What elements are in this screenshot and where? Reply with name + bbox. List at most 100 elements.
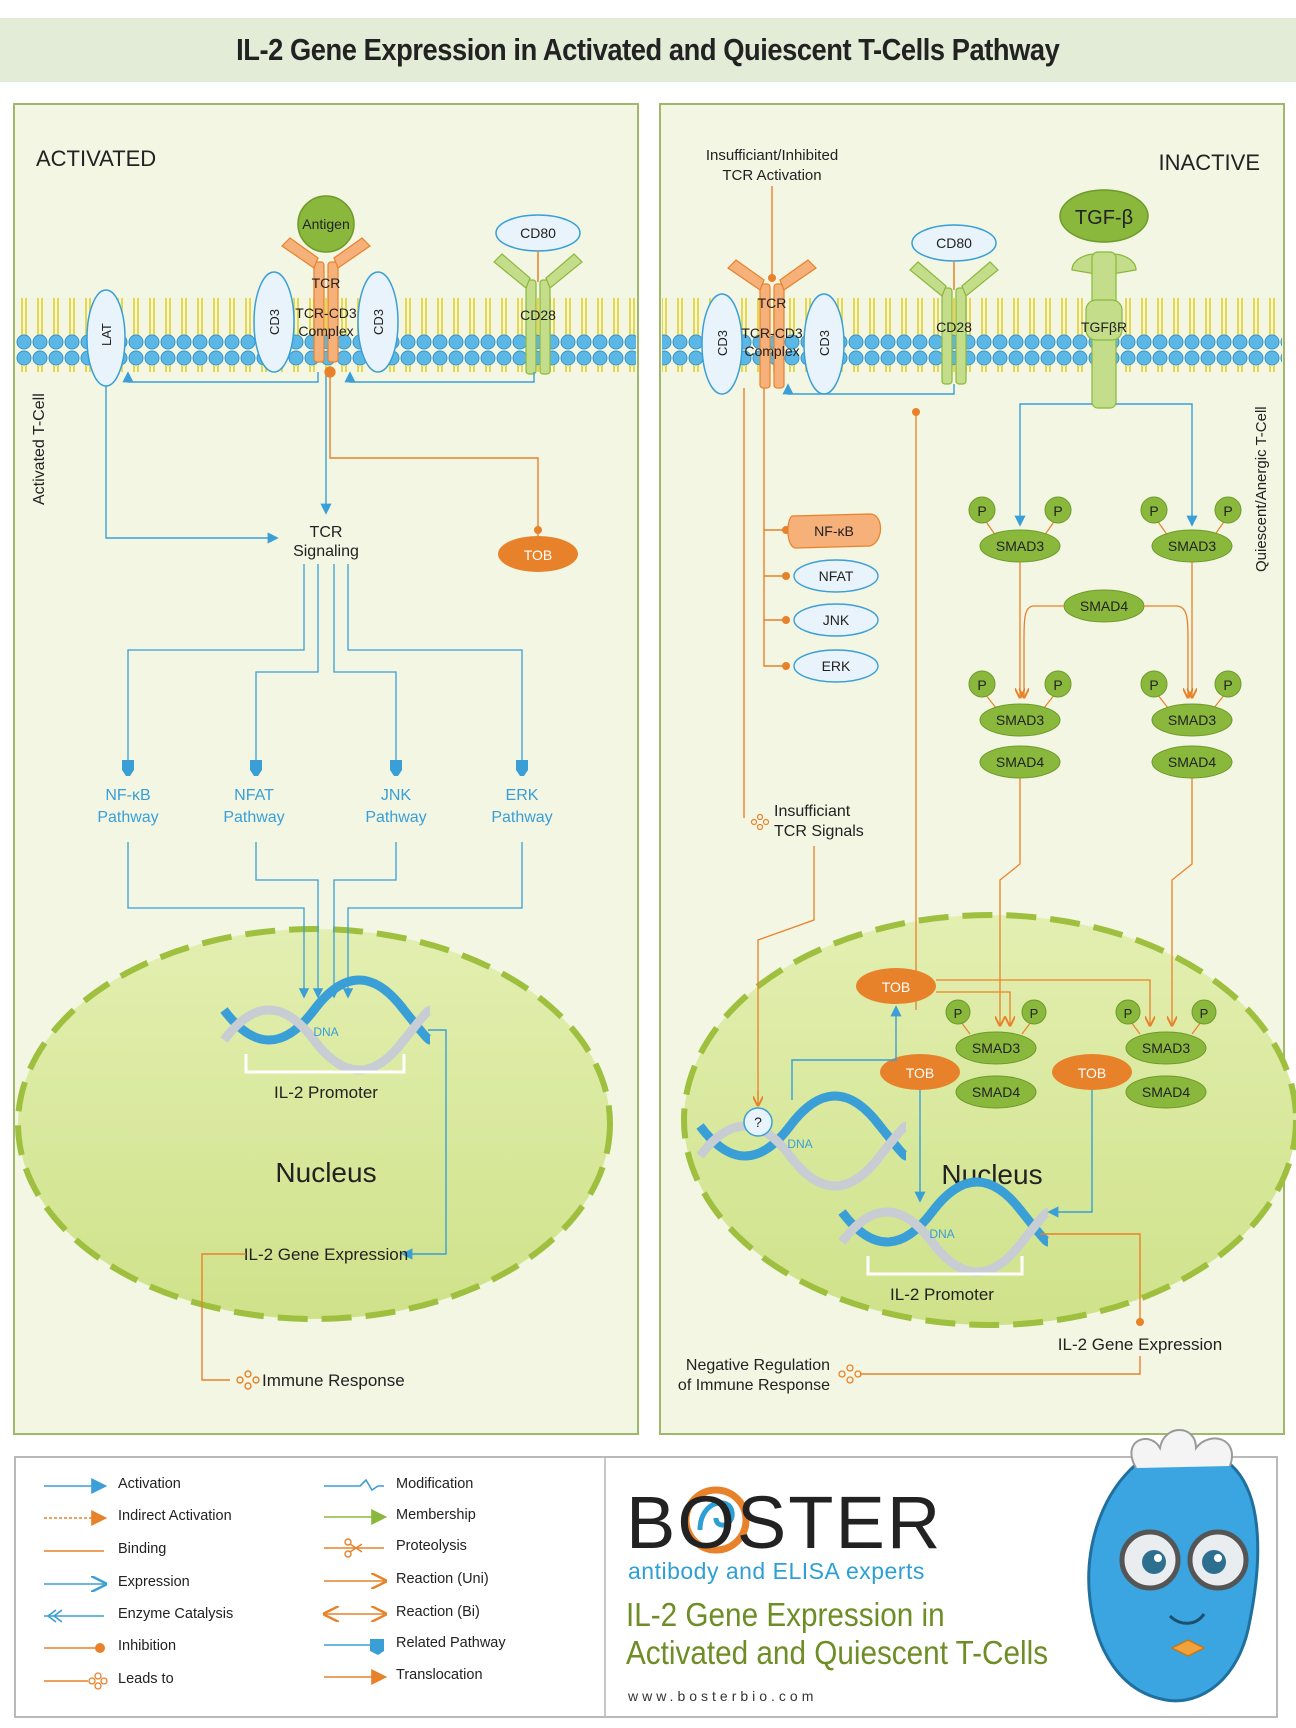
immune-response-label: Immune Response [262, 1371, 405, 1390]
nucleus-left-label: Nucleus [275, 1157, 376, 1188]
tcr-receptor-right [727, 259, 817, 389]
legend-expression: Expression [118, 1574, 190, 1590]
expression-to-immune-line [201, 1253, 246, 1381]
expression-to-negative-line [860, 1356, 1141, 1375]
smad-complex-nucleus-b: P P SMAD3 SMAD4 [1115, 999, 1217, 1109]
jnk-inhibition-dot [782, 616, 790, 624]
cd28-to-tcr-arrow [344, 371, 535, 383]
tob-b-to-promoter-arrow [1047, 1090, 1093, 1218]
expression-inhibition-dot [1136, 1318, 1144, 1326]
smad3-label: SMAD3 [996, 538, 1044, 554]
cd28-right-label: CD28 [936, 319, 972, 335]
gene-expression-left: IL-2 Gene Expression [244, 1245, 408, 1264]
insufficient-activation-line1: Insufficiant/Inhibited [706, 147, 838, 164]
brand-title-line2: Activated and Quiescent T-Cells [626, 1634, 1049, 1671]
brand-name: BOSTER [626, 1481, 943, 1564]
legend-box [14, 1456, 1278, 1718]
erk-pathway-icon [516, 760, 528, 776]
legend-translocation: Translocation [396, 1667, 483, 1683]
tob-nucleus-b [1052, 1054, 1132, 1090]
smad-translocation [1000, 778, 1193, 1024]
tgfbr-receptor [1071, 251, 1137, 409]
dna-right-promoter: DNA [838, 1177, 1050, 1277]
dna-left-label: DNA [313, 1025, 338, 1039]
jnk-pathway[interactable]: JNK Pathway [365, 760, 427, 826]
jnk-pathway-line1: JNK [381, 787, 412, 804]
leads-to-icon-right [838, 1364, 862, 1384]
jnk-factor [793, 603, 879, 637]
tob-cd28-dot [912, 408, 920, 416]
legend-inhibition: Inhibition [118, 1638, 177, 1654]
tob-inhibition-line [324, 366, 539, 540]
lat-to-signaling-arrow [105, 386, 279, 544]
dna-right-left-label: DNA [787, 1137, 812, 1151]
promoter-bracket-right [866, 1256, 1024, 1276]
erk-pathway-line2: Pathway [491, 809, 552, 826]
brand-url[interactable]: www.bosterbio.com [628, 1688, 818, 1704]
tcr-signaling-line1: TCR [310, 524, 343, 541]
legend-indirect-activation: Indirect Activation [118, 1508, 232, 1524]
tgfbr-to-smad3-b [1116, 403, 1198, 527]
smad3-label: SMAD3 [996, 712, 1044, 728]
erk-pathway[interactable]: ERK Pathway [491, 760, 553, 826]
promoter-left-label: IL-2 Promoter [274, 1083, 378, 1102]
smad4-label: SMAD4 [996, 754, 1044, 770]
erk-inhibition-dot [782, 662, 790, 670]
cd80-right-label: CD80 [936, 235, 972, 251]
tcr-receptor-left [281, 237, 371, 363]
complex-right-line2: Complex [744, 343, 799, 359]
cd28-left-label: CD28 [520, 307, 556, 323]
cd28-receptor-left [493, 253, 583, 375]
dna-to-expression-arrow [401, 1029, 447, 1260]
legend-membership: Membership [396, 1507, 476, 1523]
cd3-left-a [253, 271, 295, 373]
legend-divider [604, 1458, 606, 1716]
nfat-pathway[interactable]: NFAT Pathway [223, 760, 285, 826]
erk-factor [793, 649, 879, 683]
p-label: P [1124, 1006, 1133, 1021]
p-label: P [1053, 503, 1062, 519]
smad-complex-formation [1020, 562, 1192, 696]
dna-left: DNA [220, 975, 432, 1075]
legend-reaction-uni: Reaction (Uni) [396, 1571, 489, 1587]
tob-inhibition-dot [534, 526, 542, 534]
signals-to-dna-line [757, 846, 815, 1100]
nfat-pathway-icon [250, 760, 262, 776]
legend-enzyme-catalysis: Enzyme Catalysis [118, 1606, 234, 1622]
unknown-factor [743, 1107, 773, 1137]
dna-right-promoter-label: DNA [929, 1227, 954, 1241]
tob-nucleus-top-label: TOB [882, 979, 911, 995]
promoter-to-expression-line [1040, 1233, 1141, 1320]
nfkb-pathway[interactable]: NF-κB Pathway [97, 760, 159, 826]
inactive-heading: INACTIVE [1159, 150, 1260, 175]
tcr-left-label: TCR [312, 275, 341, 291]
cd3-right-b-label: CD3 [817, 330, 832, 356]
negative-regulation-line2: of Immune Response [678, 1377, 830, 1394]
jnk-pathway-line2: Pathway [365, 809, 426, 826]
tcr-signaling-line2: Signaling [293, 543, 359, 560]
antigen [297, 195, 355, 253]
activated-side-label: Activated T-Cell [31, 393, 48, 505]
complex-left-line2: Complex [298, 323, 353, 339]
nfkb-factor [787, 513, 882, 549]
cd3-left-a-label: CD3 [267, 309, 282, 335]
smad4-label: SMAD4 [972, 1084, 1020, 1100]
leads-to-icon-left [236, 1370, 260, 1390]
smad3-top-a: P P SMAD3 [968, 496, 1072, 563]
promoter-right-label: IL-2 Promoter [890, 1285, 994, 1304]
page-title: IL-2 Gene Expression in Activated and Qu… [236, 32, 1060, 67]
tgfbr-label: TGFβR [1081, 319, 1127, 335]
nucleus-right [681, 912, 1296, 1328]
legend-leads-to: Leads to [118, 1671, 174, 1687]
tob-nucleus-b-label: TOB [1078, 1065, 1107, 1081]
nfkb-pathway-line1: NF-κB [105, 787, 150, 804]
complex-left-line1: TCR-CD3 [295, 305, 357, 321]
nfat-factor [793, 559, 879, 593]
smad-complex-nucleus-a: P P SMAD3 SMAD4 [945, 999, 1047, 1109]
erk-pathway-line1: ERK [506, 787, 539, 804]
cd28-to-tcr-right-arrow [782, 383, 955, 395]
title-bar: IL-2 Gene Expression in Activated and Qu… [0, 18, 1296, 82]
gene-expression-right: IL-2 Gene Expression [1058, 1335, 1222, 1354]
cd3-right-a [701, 293, 743, 395]
